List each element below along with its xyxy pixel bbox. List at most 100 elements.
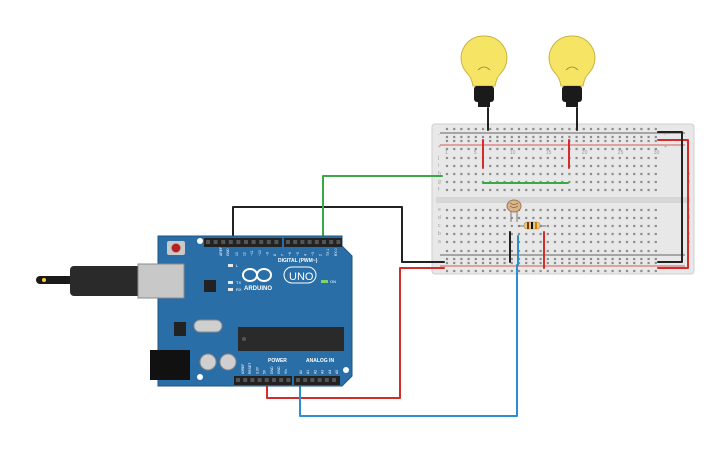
- mount-hole-3: [343, 367, 349, 373]
- black-wire-gnd[interactable]: [232, 206, 445, 263]
- digital-pin-label: TX 1: [326, 249, 330, 256]
- rail-minus-label: -: [438, 132, 440, 138]
- mount-hole-2: [197, 374, 203, 380]
- usb-chip: [204, 280, 216, 292]
- analog-pin-label: A3: [321, 370, 325, 374]
- analog-header-label: ANALOG IN: [306, 358, 334, 364]
- power-pin-label: IOREF: [241, 364, 245, 374]
- row-letter: j: [437, 155, 439, 161]
- tx-led: [228, 281, 233, 284]
- row-letter: f: [438, 187, 440, 193]
- digital-pin-label: ~5: [296, 252, 300, 256]
- analog-header: [294, 376, 340, 385]
- capacitor-1: [199, 353, 217, 371]
- digital-pin-label: RX 0: [334, 248, 338, 256]
- analog-pin-label: A5: [335, 370, 339, 374]
- power-pin-label: GND: [270, 366, 274, 374]
- digital-header-label: DIGITAL (PWM~): [278, 258, 318, 264]
- power-pin-label: 5V: [263, 369, 267, 374]
- column-number: 20: [582, 150, 588, 156]
- analog-pin-label: A0: [299, 370, 303, 374]
- regulator: [174, 322, 186, 336]
- row-letter: a: [438, 239, 441, 245]
- arduino-logo-icon: [242, 268, 272, 282]
- green-wire-pin2[interactable]: [322, 175, 443, 241]
- reset-button-cap: [171, 243, 181, 253]
- rail-plus-label-right: +: [664, 144, 667, 150]
- column-number: 25: [618, 150, 624, 156]
- row-letter: e: [438, 207, 441, 213]
- row-letter: c: [438, 223, 441, 229]
- digital-pin-label: 13: [235, 252, 239, 256]
- digital-header-right: [284, 238, 342, 247]
- resistor[interactable]: [518, 221, 546, 230]
- tx-label: TX: [236, 280, 241, 285]
- digital-pin-label: ~3: [311, 252, 315, 256]
- analog-pin-label: A2: [313, 370, 317, 374]
- red-wire-5v[interactable]: [266, 267, 445, 399]
- red-rail-jumper[interactable]: [657, 139, 689, 269]
- digital-pin-label: ~6: [288, 252, 292, 256]
- digital-header-left: [204, 238, 282, 247]
- power-pin-label: GND: [277, 366, 281, 374]
- row-letter: i: [438, 163, 439, 169]
- column-number: 30: [654, 150, 660, 156]
- uno-label: UNO: [289, 271, 314, 283]
- digital-pin-label: ~9: [265, 252, 269, 256]
- l-led: [228, 264, 233, 267]
- usb-port: [137, 263, 185, 299]
- arduino-uno-board[interactable]: ON L TX RX ARDUINO UNO DIGITAL (PWM~) PO…: [137, 235, 353, 387]
- analog-pin-label: A1: [306, 370, 310, 374]
- on-led: [321, 280, 328, 283]
- row-letter: d: [438, 215, 441, 221]
- l-label: L: [236, 263, 239, 268]
- atmega-chip: [238, 327, 344, 351]
- rx-label: RX: [236, 287, 242, 292]
- power-jack: [150, 350, 190, 380]
- blue-wire-a0[interactable]: [299, 235, 519, 417]
- column-number: 10: [510, 150, 516, 156]
- photoresistor[interactable]: [506, 199, 522, 222]
- light-bulb-2[interactable]: [548, 35, 596, 107]
- digital-pin-label: 2: [319, 254, 323, 256]
- row-letter: g: [438, 179, 441, 185]
- power-pin-label: 3.3V: [255, 366, 259, 374]
- column-number: 1: [445, 150, 448, 156]
- row-letter: h: [438, 171, 441, 177]
- digital-pin-label: ~10: [258, 250, 262, 256]
- analog-pin-label: A4: [328, 370, 332, 374]
- column-number: 5: [474, 150, 477, 156]
- gnd-label: GND: [226, 248, 230, 256]
- rx-led: [228, 288, 233, 291]
- power-header: [234, 376, 292, 385]
- breadboard-trench: [436, 197, 690, 203]
- rail-plus-label: +: [438, 144, 441, 150]
- breadboard-holes: [445, 127, 657, 273]
- power-pin-label: RESET: [248, 363, 252, 374]
- power-header-label: POWER: [268, 358, 287, 364]
- crystal: [193, 319, 223, 333]
- wires: [232, 107, 689, 417]
- rail-minus-label-right: -: [664, 132, 666, 138]
- black-rail-jumper[interactable]: [657, 131, 683, 263]
- digital-pin-label: 12: [243, 252, 247, 256]
- digital-pin-label: ~11: [250, 250, 254, 256]
- row-letter: b: [438, 231, 441, 237]
- digital-pin-label: 8: [273, 254, 277, 256]
- column-number: 15: [546, 150, 552, 156]
- digital-pin-label: 7: [281, 254, 285, 256]
- arduino-brand: ARDUINO: [244, 286, 272, 292]
- capacitor-2: [219, 353, 237, 371]
- aref-label: AREF: [219, 247, 223, 256]
- on-label: ON: [330, 279, 336, 284]
- mount-hole-1: [197, 238, 203, 244]
- digital-pin-label: 4: [303, 254, 307, 256]
- light-bulb-1[interactable]: [460, 35, 508, 107]
- power-pin-label: Vin: [284, 369, 288, 374]
